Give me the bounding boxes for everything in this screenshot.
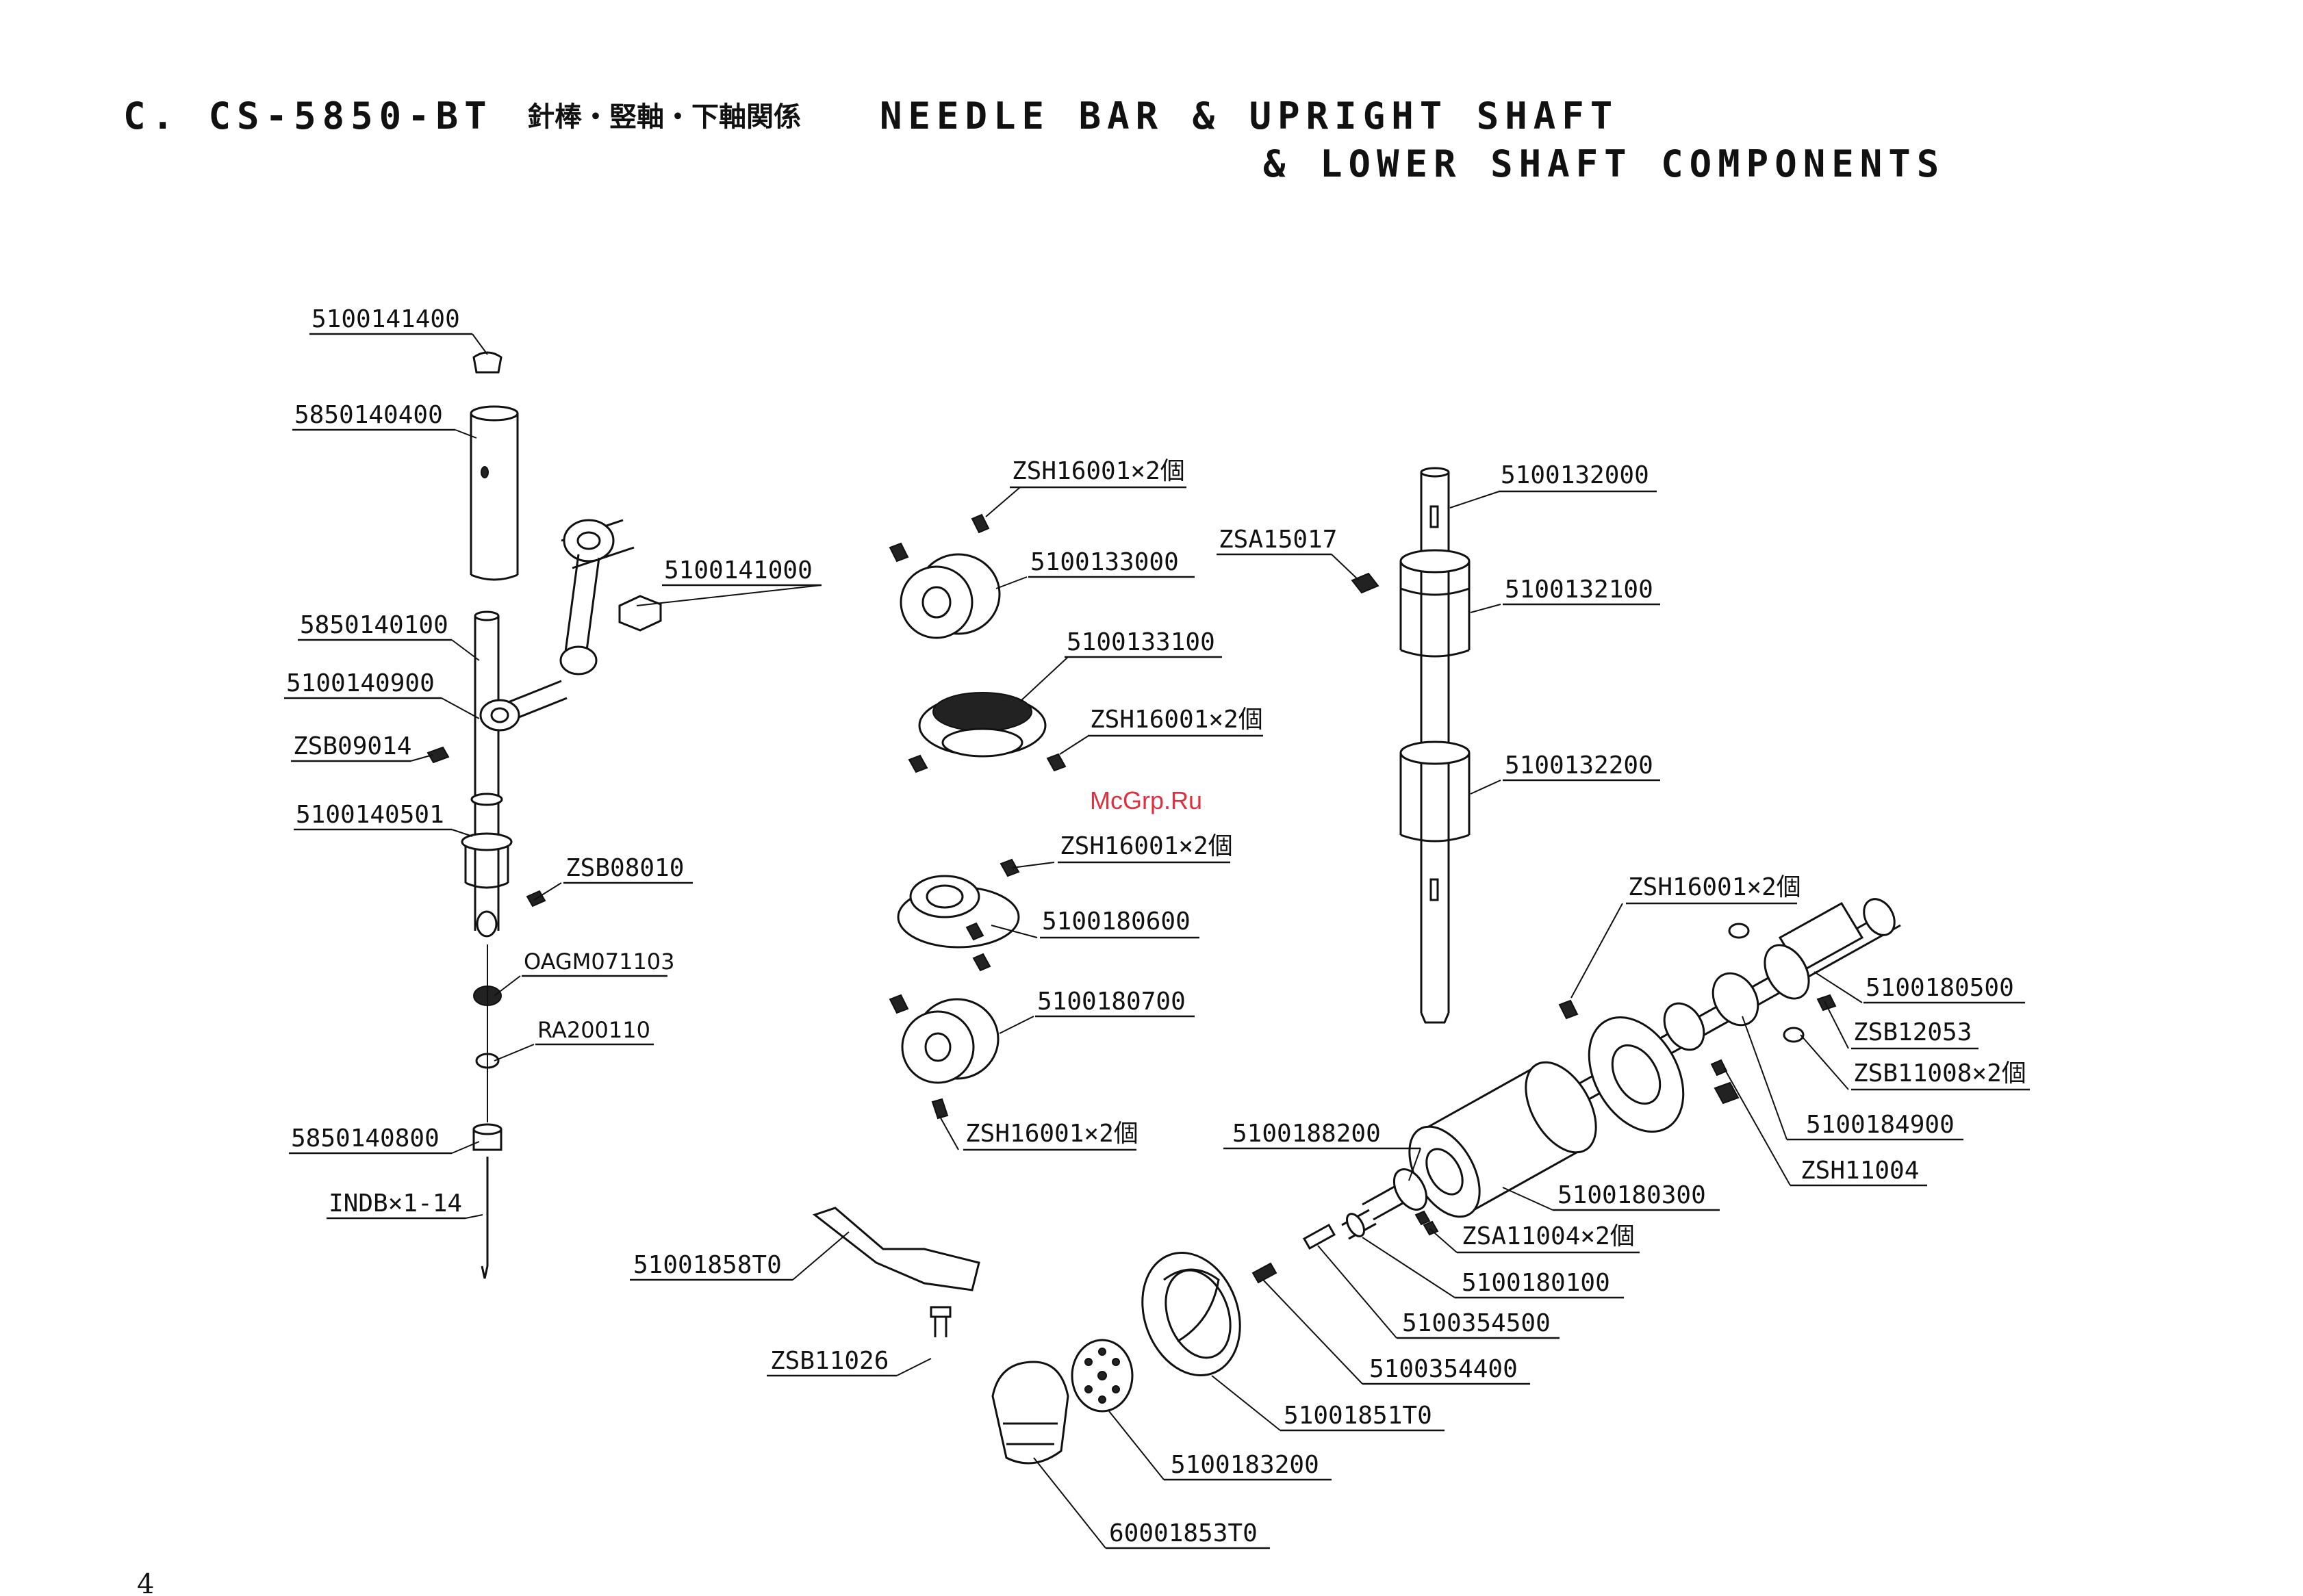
label-5100180600: 5100180600 [1042, 908, 1191, 936]
label-5100133000: 5100133000 [1030, 548, 1179, 576]
label-51001858T0: 51001858T0 [633, 1251, 782, 1279]
label-5100133100: 5100133100 [1067, 628, 1215, 656]
label-5100188200: 5100188200 [1232, 1120, 1381, 1148]
label-5100184900: 5100184900 [1806, 1111, 1955, 1139]
label-ZSB12053: ZSB12053 [1853, 1018, 1972, 1046]
label-INDB: INDB×1-14 [329, 1189, 462, 1218]
link-block-part [618, 595, 662, 632]
label-5100180300: 5100180300 [1557, 1181, 1706, 1209]
label-5100140900: 5100140900 [286, 669, 435, 697]
label-ZSH16001-d: ZSH16001×2個 [965, 1120, 1138, 1148]
label-RA200110: RA200110 [537, 1017, 650, 1043]
title-line-1: NEEDLE BAR & UPRIGHT SHAFT [880, 94, 1618, 138]
label-5850140800: 5850140800 [291, 1124, 440, 1153]
japanese-title: 針棒・竪軸・下軸関係 [527, 101, 801, 133]
label-5100141000: 5100141000 [664, 556, 813, 584]
needle-bar-assembly [427, 351, 662, 1279]
model-code: C. CS-5850-BT [123, 94, 493, 138]
label-ZSA15017: ZSA15017 [1219, 526, 1337, 554]
label-5100132200: 5100132200 [1505, 751, 1653, 780]
label-ZSH11004: ZSH11004 [1801, 1157, 1919, 1185]
label-ZSB11008: ZSB11008×2個 [1853, 1059, 2026, 1087]
label-5100140501: 5100140501 [296, 801, 444, 829]
leader-lines [410, 333, 1863, 1549]
label-5100183200: 5100183200 [1171, 1451, 1319, 1479]
label-51001851T0: 51001851T0 [1284, 1402, 1432, 1430]
label-5100180500: 5100180500 [1866, 974, 2014, 1002]
label-5100132000: 5100132000 [1501, 461, 1649, 489]
label-5100180100: 5100180100 [1462, 1269, 1610, 1297]
label-OAGM071103: OAGM071103 [524, 949, 675, 975]
title-line-2: & LOWER SHAFT COMPONENTS [1263, 142, 1945, 185]
part-labels: 5100141400 5850140400 5100141000 5850140… [284, 305, 2030, 1549]
label-5100141400: 5100141400 [311, 305, 460, 333]
lower-shaft-assembly [812, 898, 1901, 1465]
watermark-text: McGrp.Ru [1090, 786, 1202, 814]
label-ZSB08010: ZSB08010 [565, 854, 684, 882]
bevel-gears-group [889, 513, 1067, 1120]
label-ZSH16001-c: ZSH16001×2個 [1060, 832, 1233, 860]
label-5850140400: 5850140400 [294, 401, 443, 429]
label-ZSH16001-b: ZSH16001×2個 [1090, 706, 1263, 734]
label-5100180700: 5100180700 [1037, 988, 1186, 1016]
label-5100354500: 5100354500 [1402, 1309, 1551, 1337]
label-ZSH16001-e: ZSH16001×2個 [1628, 873, 1801, 901]
label-5100132100: 5100132100 [1505, 576, 1653, 604]
label-5850140100: 5850140100 [300, 611, 448, 639]
needle-bar-cap-part [472, 351, 502, 374]
label-60001853T0: 60001853T0 [1109, 1519, 1258, 1547]
label-ZSB09014: ZSB09014 [293, 732, 411, 760]
page-number: 4 [137, 1569, 154, 1596]
label-ZSA11004: ZSA11004×2個 [1462, 1222, 1635, 1250]
label-5100354400: 5100354400 [1369, 1355, 1518, 1383]
upright-shaft-assembly [1351, 467, 1471, 1024]
label-ZSH16001-a: ZSH16001×2個 [1012, 457, 1185, 485]
label-ZSB11026: ZSB11026 [770, 1347, 889, 1375]
